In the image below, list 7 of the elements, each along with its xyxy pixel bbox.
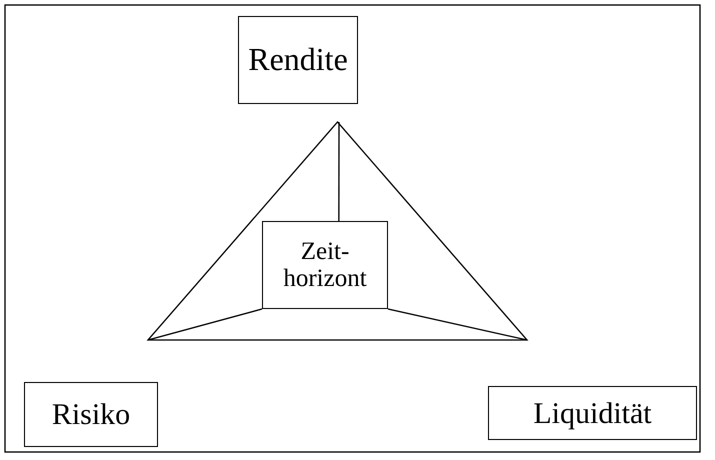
connector-line	[148, 308, 262, 341]
text-box: Rendite	[238, 16, 358, 104]
text-box: Zeit- horizont	[262, 221, 388, 309]
text-box: Risiko	[24, 382, 158, 447]
text-box: Liquidität	[488, 386, 697, 440]
connector-line	[338, 122, 340, 221]
connector-line	[388, 308, 528, 341]
